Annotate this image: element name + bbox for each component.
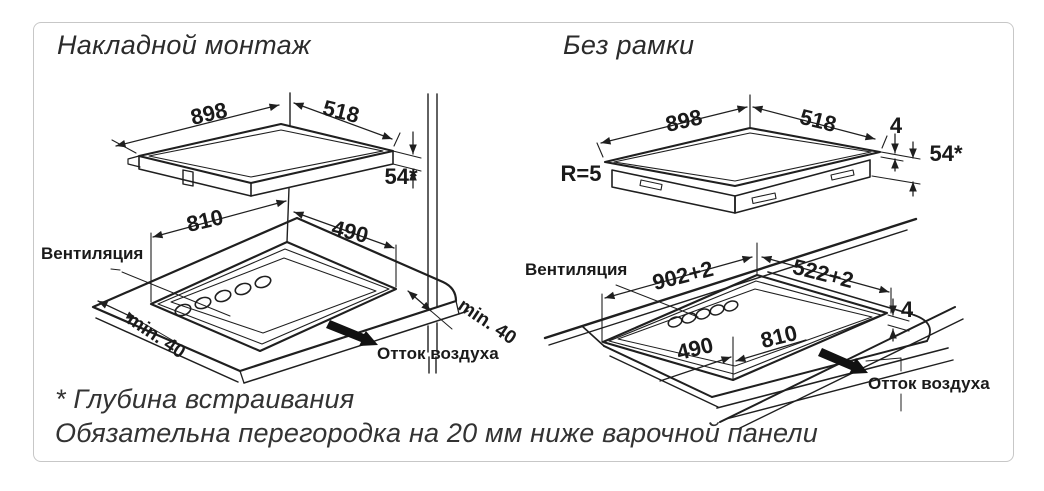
air-outflow-arrow-icon xyxy=(818,348,868,374)
left-ventilation-label: Вентиляция xyxy=(41,244,144,263)
right-cutout xyxy=(601,273,889,382)
left-panel-title: Накладной монтаж xyxy=(57,30,311,60)
left-cooktop xyxy=(127,122,395,197)
mounting-tab xyxy=(182,169,194,187)
footnote-partition: Обязательна перегородка на 20 мм ниже ва… xyxy=(55,418,818,448)
left-air-outflow-label: Отток воздуха xyxy=(377,344,499,363)
dim-label-right-build-in-depth: 54* xyxy=(929,141,963,166)
right-air-outflow-label: Отток воздуха xyxy=(868,374,990,393)
partition-edge xyxy=(719,306,956,423)
right-countertop xyxy=(543,217,964,429)
ventilation-holes xyxy=(174,275,272,317)
diagram-frame xyxy=(33,22,1014,462)
footnote-build-in-depth: * Глубина встраивания xyxy=(55,384,355,414)
dim-label-right-glass-thickness: 4 xyxy=(889,113,903,138)
dim-label-corner-radius: R=5 xyxy=(560,161,602,186)
right-cutout-dimensions xyxy=(601,242,910,412)
right-cooktop xyxy=(603,126,882,214)
air-outflow-arrow-icon xyxy=(326,320,378,346)
left-cutout xyxy=(149,240,398,353)
left-top-dimensions xyxy=(111,102,422,189)
dim-label-left-build-in-depth: 54* xyxy=(384,164,418,189)
left-reference-lines xyxy=(286,92,438,374)
left-countertop xyxy=(91,216,469,384)
dim-label-right-recess-depth: 4 xyxy=(900,297,914,322)
right-panel-title: Без рамки xyxy=(563,30,695,60)
left-cutout-dimensions xyxy=(97,199,453,348)
right-ventilation-label: Вентиляция xyxy=(525,260,628,279)
right-top-dimensions xyxy=(596,94,921,197)
